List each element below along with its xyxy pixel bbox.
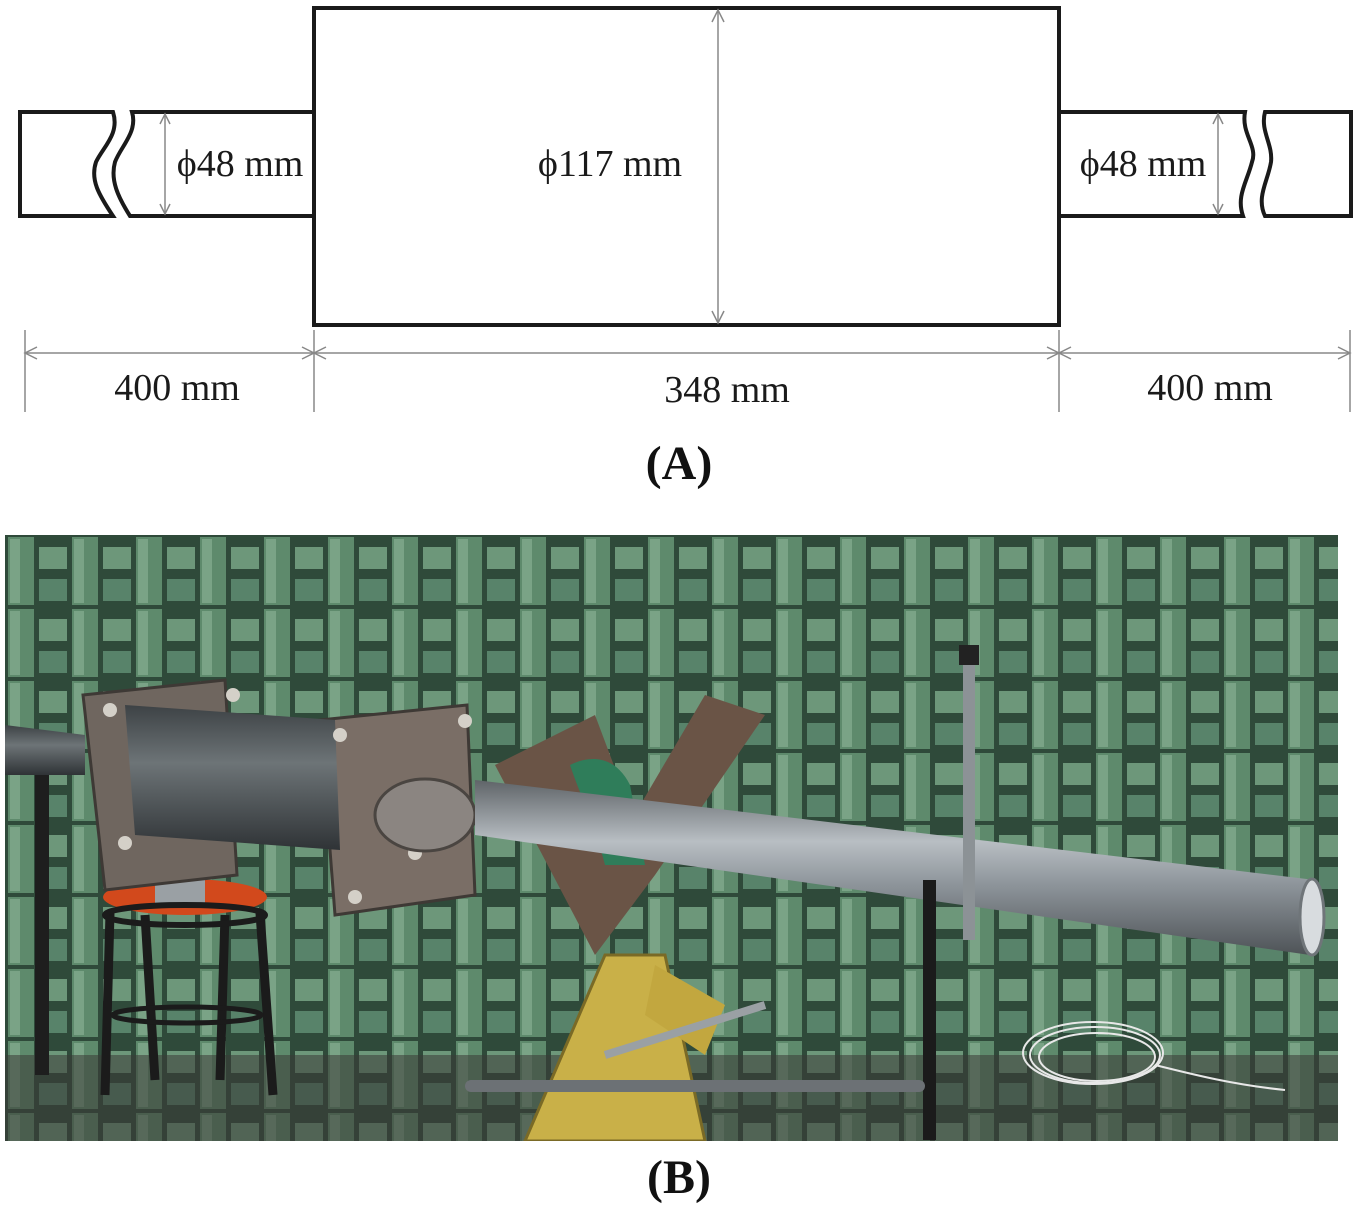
stool-stand (100, 865, 278, 1096)
coiled-cable (1022, 1021, 1286, 1091)
bolts (103, 688, 472, 904)
muffler-schematic: ϕ48 mm ϕ117 mm ϕ48 mm 400 mm 348 mm 400 … (18, 6, 1353, 412)
expansion-chamber (312, 6, 1061, 327)
experiment-photo (5, 535, 1338, 1141)
floor-rod (465, 1080, 925, 1092)
inlet-length-label: 400 mm (114, 367, 240, 409)
length-dimensions (23, 330, 1352, 412)
inlet-diameter-label: ϕ48 mm (177, 143, 304, 185)
outlet-pipe-segment (1059, 110, 1256, 218)
expansion-chamber-body (125, 705, 340, 850)
inlet-pipe-end-segment (18, 110, 117, 218)
pipe-outlet-opening (1298, 877, 1326, 957)
chamber-diameter-label: ϕ117 mm (538, 143, 682, 185)
diameter-dimensions (159, 8, 1224, 325)
muffler-outline (18, 6, 1353, 327)
left-support-post (35, 775, 49, 1075)
caption-a: (A) (645, 437, 713, 490)
inlet-pipe (5, 725, 85, 775)
pipe-coupling (373, 777, 477, 853)
outlet-diameter-label: ϕ48 mm (1080, 143, 1207, 185)
right-support-post (923, 880, 936, 1140)
caption-b: (B) (647, 1151, 711, 1204)
inlet-pipe-segment (111, 110, 314, 218)
bar-clamp (523, 953, 767, 1141)
outlet-pipe-end-segment (1259, 110, 1353, 218)
chamber-length-label: 348 mm (664, 369, 790, 411)
outlet-steel-pipe (475, 780, 1315, 955)
microphone-stand (963, 650, 975, 940)
outlet-length-label: 400 mm (1147, 367, 1273, 409)
microphone (959, 645, 979, 665)
